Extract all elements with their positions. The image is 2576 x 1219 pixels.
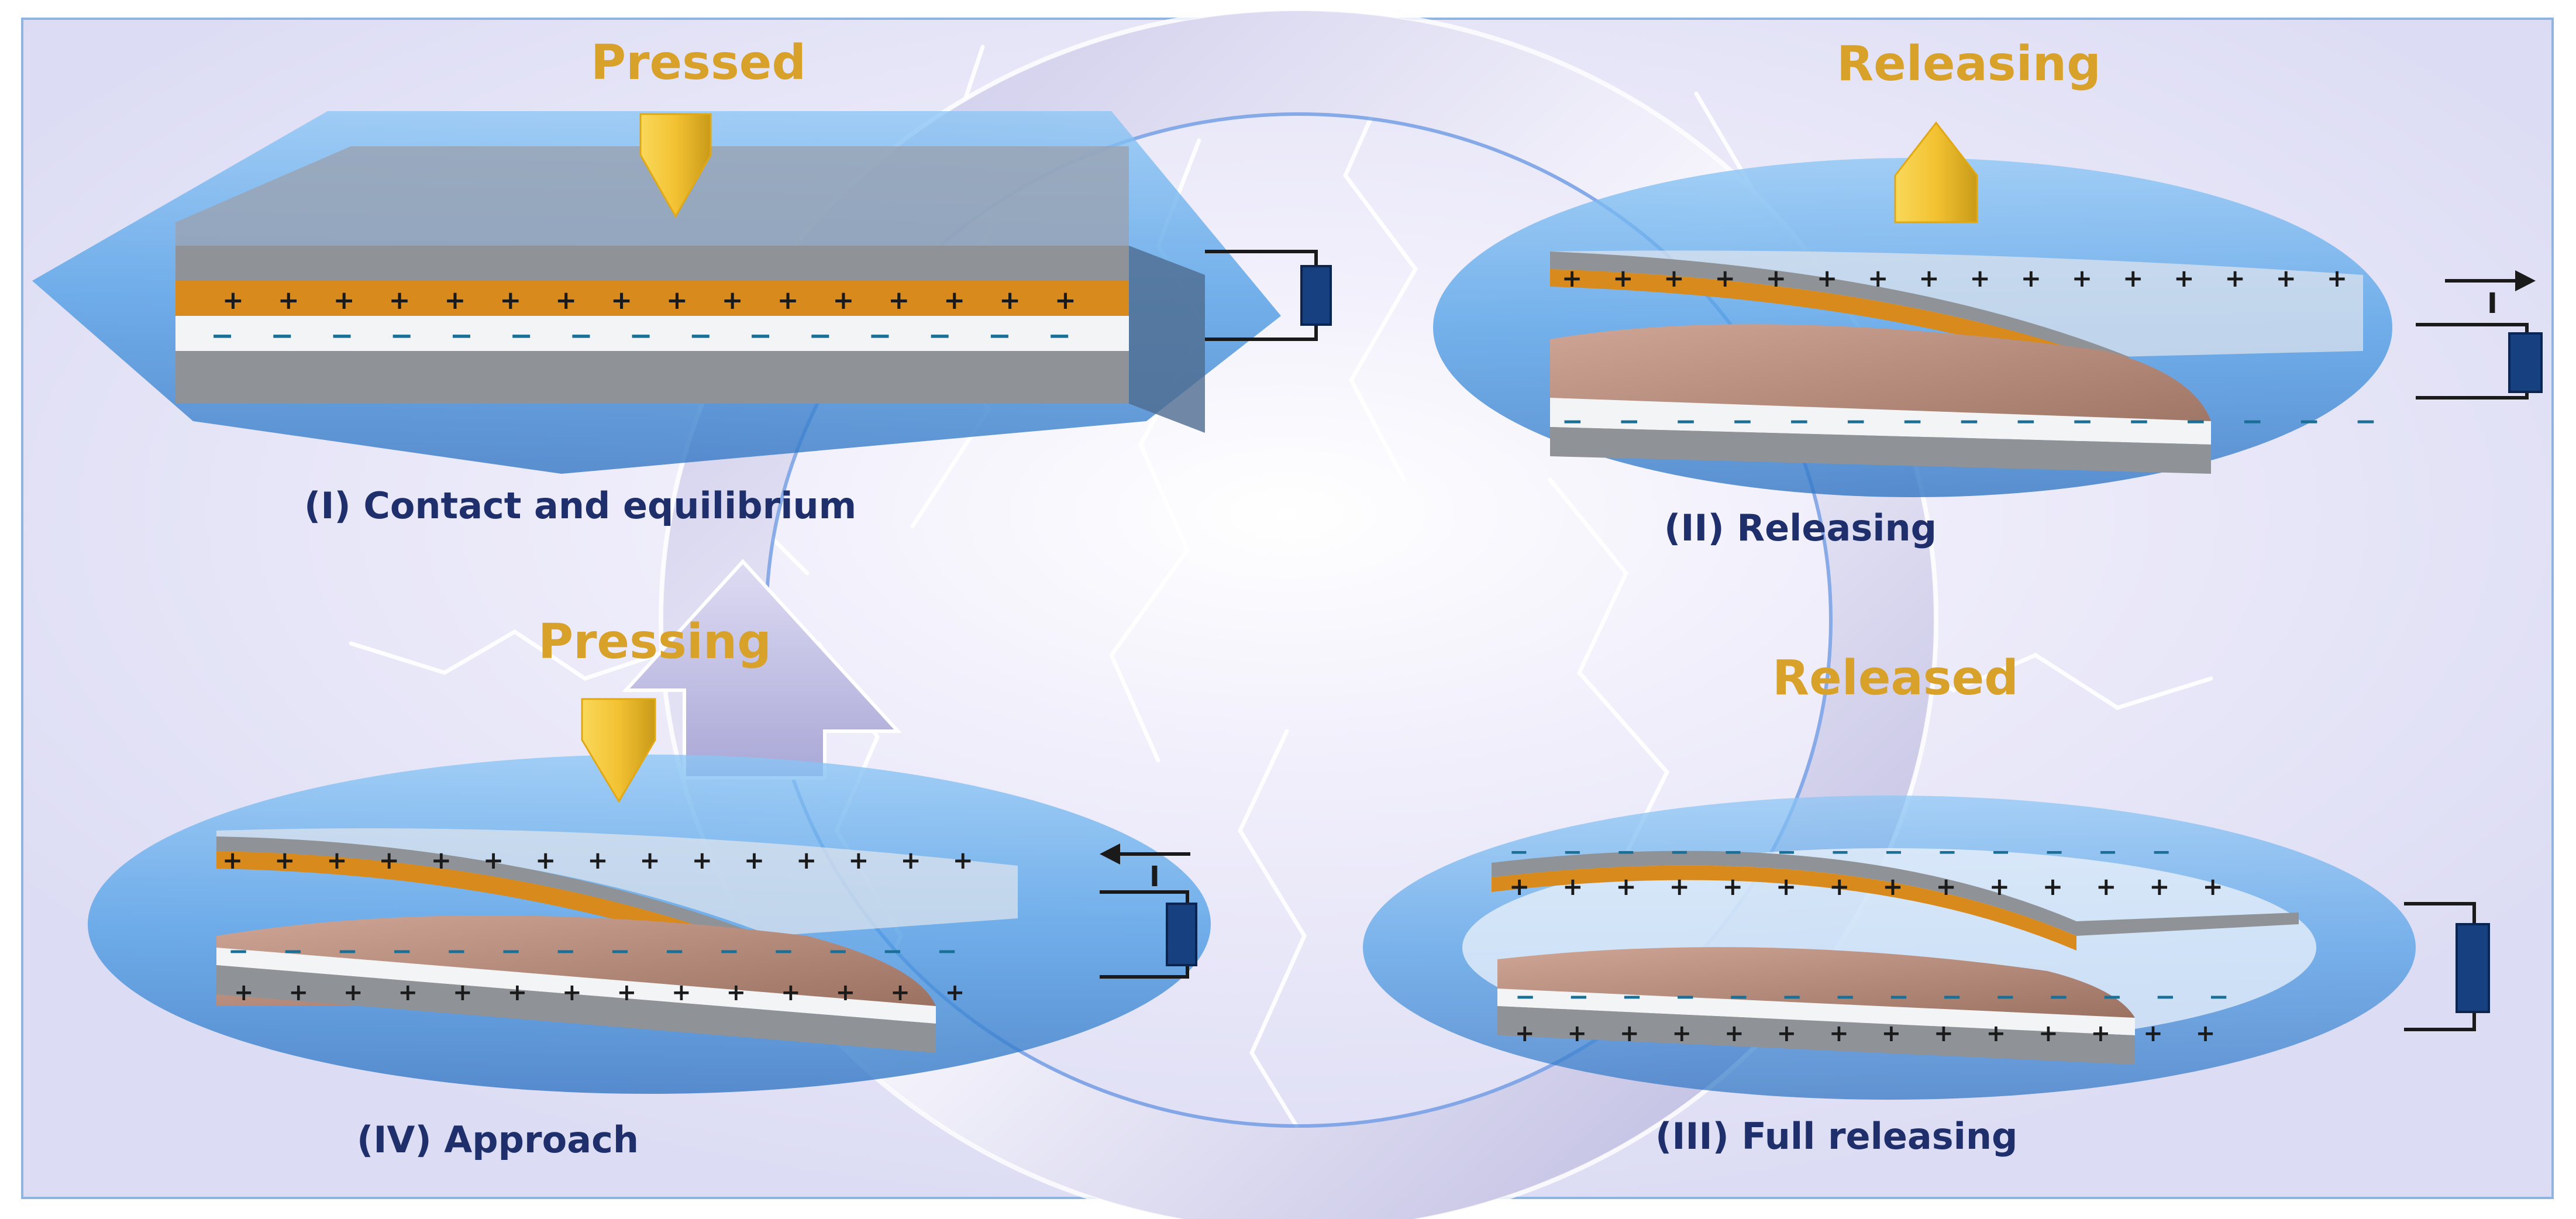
device-stage-4: +++++++++++++++ −−−−−−−−−−−−−− +++++++++… [88,755,1211,1094]
stage-label-4: (IV) Approach [357,1118,639,1161]
stage-label-2: (II) Releasing [1664,507,1937,549]
pressing-arrow-icon [581,698,656,803]
negative-layer-1 [175,316,1129,351]
device-stage-3: ++++++++++++++ −−−−−−−−−−−−− −−−−−−−−−−−… [1363,796,2490,1100]
charge-row-positive-1: ++++++++++++++++ [222,285,1110,315]
charge-row-negative-3: −−−−−−−−−−−−− [1509,839,2205,866]
stage-label-1: (I) Contact and equilibrium [304,484,857,527]
charge-row-positive-2: ++++++++++++++++ [1562,264,2378,292]
charge-row-negative-1: −−−−−−−−−−−−−−− [211,319,1107,352]
lower-negative-layer-2 [1550,398,2211,445]
lower-electrode-2 [1550,427,2211,474]
pressed-arrow-icon [639,113,712,219]
battery-icon-1 [1300,265,1332,326]
charge-row-positive-4: +++++++++++++++ [222,846,1005,874]
action-label-pressing: Pressing [538,614,772,670]
charge-row-positive-3b: ++++++++++++++ [1515,1020,2248,1047]
charge-row-negative-3b: −−−−−−−−−−−−−− [1515,982,2262,1011]
action-label-pressed: Pressed [591,35,807,91]
charge-row-positive-4b: ++++++++++++++ [234,979,1000,1006]
device-stage-1: ++++++++++++++++ −−−−−−−−−−−−−−− [32,111,1332,474]
upper-electrode-2 [1550,252,2129,369]
upper-electrode-3 [1492,850,2299,936]
current-arrow-icon-2 [2515,270,2536,291]
upper-positive-layer-4 [216,851,778,971]
charge-row-negative-4: −−−−−−−−−−−−−− [228,936,991,965]
lower-negative-layer-3 [1497,989,2135,1035]
upper-positive-layer-2 [1550,269,2129,386]
battery-icon-3 [2456,923,2490,1013]
upper-positive-layer-3 [1492,865,2076,951]
battery-icon-2 [2508,332,2543,393]
lower-electrode-3 [1497,1006,2135,1065]
lower-electrode-4 [216,965,936,1053]
battery-icon-4 [1166,903,1197,966]
action-label-releasing: Releasing [1837,36,2101,92]
stage-label-3: (III) Full releasing [1655,1115,2018,1158]
releasing-arrow-icon [1894,121,1978,223]
current-arrow-icon-4 [1100,843,1120,865]
device-stage-2: ++++++++++++++++ −−−−−−−−−−−−−−− I [1433,158,2543,497]
top-electrode-1 [175,246,1129,281]
positive-layer-1 [175,281,1129,316]
bottom-electrode-1 [175,351,1129,404]
lower-negative-layer-4 [216,948,936,1024]
charge-row-negative-2: −−−−−−−−−−−−−−− [1562,407,2412,436]
charge-row-positive-3: ++++++++++++++ [1509,872,2256,901]
upper-electrode-4 [216,836,778,953]
current-symbol-2: I [2487,287,2498,320]
action-label-released: Released [1772,650,2019,706]
current-symbol-4: I [1149,860,1160,893]
